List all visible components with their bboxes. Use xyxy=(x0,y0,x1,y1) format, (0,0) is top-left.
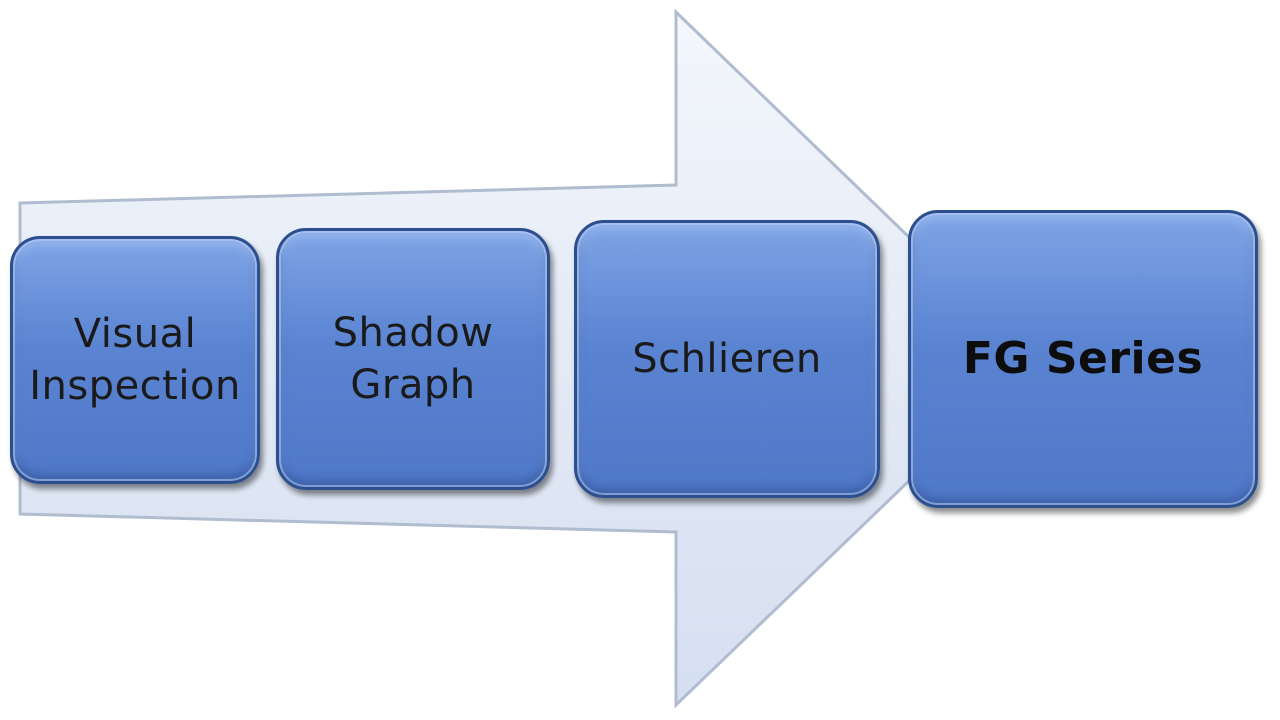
step-shadow-graph: Shadow Graph xyxy=(276,228,550,490)
step-visual-inspection: Visual Inspection xyxy=(10,236,260,484)
step-schlieren: Schlieren xyxy=(574,220,880,498)
step-label: Shadow Graph xyxy=(332,310,494,408)
step-fg-series: FG Series xyxy=(908,210,1258,508)
step-label: FG Series xyxy=(962,333,1204,385)
step-label: Schlieren xyxy=(632,336,822,382)
step-label: Visual Inspection xyxy=(29,311,241,409)
